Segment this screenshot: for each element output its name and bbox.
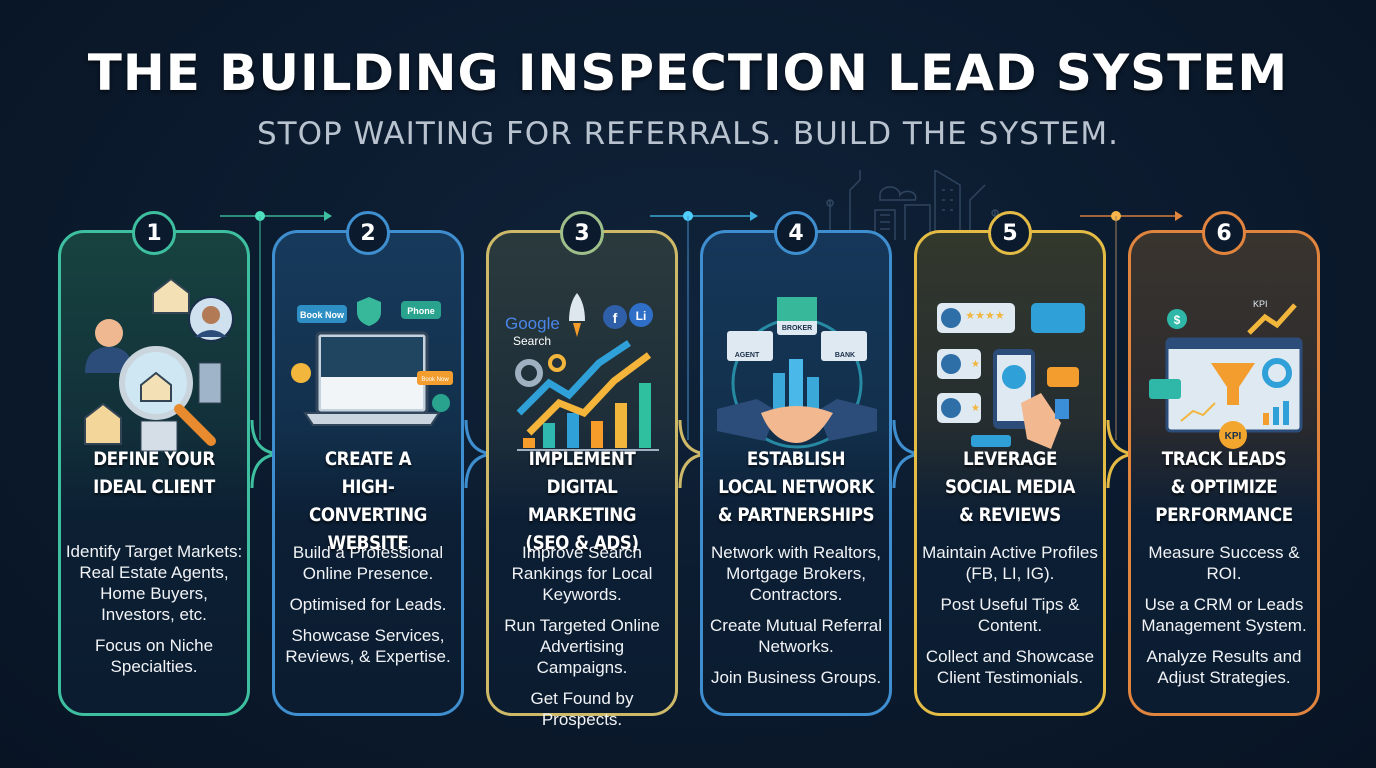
svg-text:Google: Google [505,314,560,333]
svg-text:★: ★ [971,403,980,414]
svg-text:★: ★ [971,359,980,370]
svg-text:BANK: BANK [835,352,855,359]
step-number-badge: 1 [132,211,176,255]
step-description: Measure Success & ROI.Use a CRM or Leads… [1141,543,1307,687]
funnel-kpi-dashboard-icon: $ KPI KPI [1149,299,1303,449]
laptop-website-icon: Book Now Phone Book Now [291,297,453,426]
svg-text:Book Now: Book Now [300,310,345,320]
city-circuit-skyline-icon [826,170,999,240]
svg-text:KPI: KPI [1225,431,1242,442]
svg-text:Search: Search [513,334,551,348]
magnifier-houses-agents-icon [84,277,234,452]
svg-text:KPI: KPI [1253,299,1268,309]
svg-text:Phone: Phone [407,306,435,316]
svg-text:f: f [613,310,618,326]
step-number-badge: 4 [774,211,818,255]
step-number-badge: 3 [560,211,604,255]
svg-text:BROKER: BROKER [782,325,812,332]
page-title: THE BUILDING INSPECTION LEAD SYSTEM [87,44,1289,102]
svg-text:$: $ [1174,313,1181,327]
step-number-badge: 6 [1202,211,1246,255]
phone-reviews-icon: ★★★★ ★ ★ [937,303,1085,449]
svg-text:Li: Li [636,309,647,323]
step-number-badge: 5 [988,211,1032,255]
step-description: Identify Target Markets: Real Estate Age… [65,542,243,676]
step-description: Maintain Active Profiles (FB, LI, IG).Po… [922,543,1098,687]
step-number-badge: 2 [346,211,390,255]
step-description: Network with Realtors, Mortgage Brokers,… [710,543,882,687]
page-subtitle: STOP WAITING FOR REFERRALS. BUILD THE SY… [256,116,1120,152]
step-description: Improve Search Rankings for Local Keywor… [504,543,660,729]
handshake-network-icon: BROKER AGENT BANK [717,297,877,449]
growth-chart-rocket-icon: Google Search f Li [505,293,659,451]
svg-text:Book Now: Book Now [421,377,449,383]
svg-text:★★★★: ★★★★ [965,309,1005,322]
step-description: Build a Professional Online Presence.Opt… [285,543,451,666]
svg-text:AGENT: AGENT [735,352,760,359]
